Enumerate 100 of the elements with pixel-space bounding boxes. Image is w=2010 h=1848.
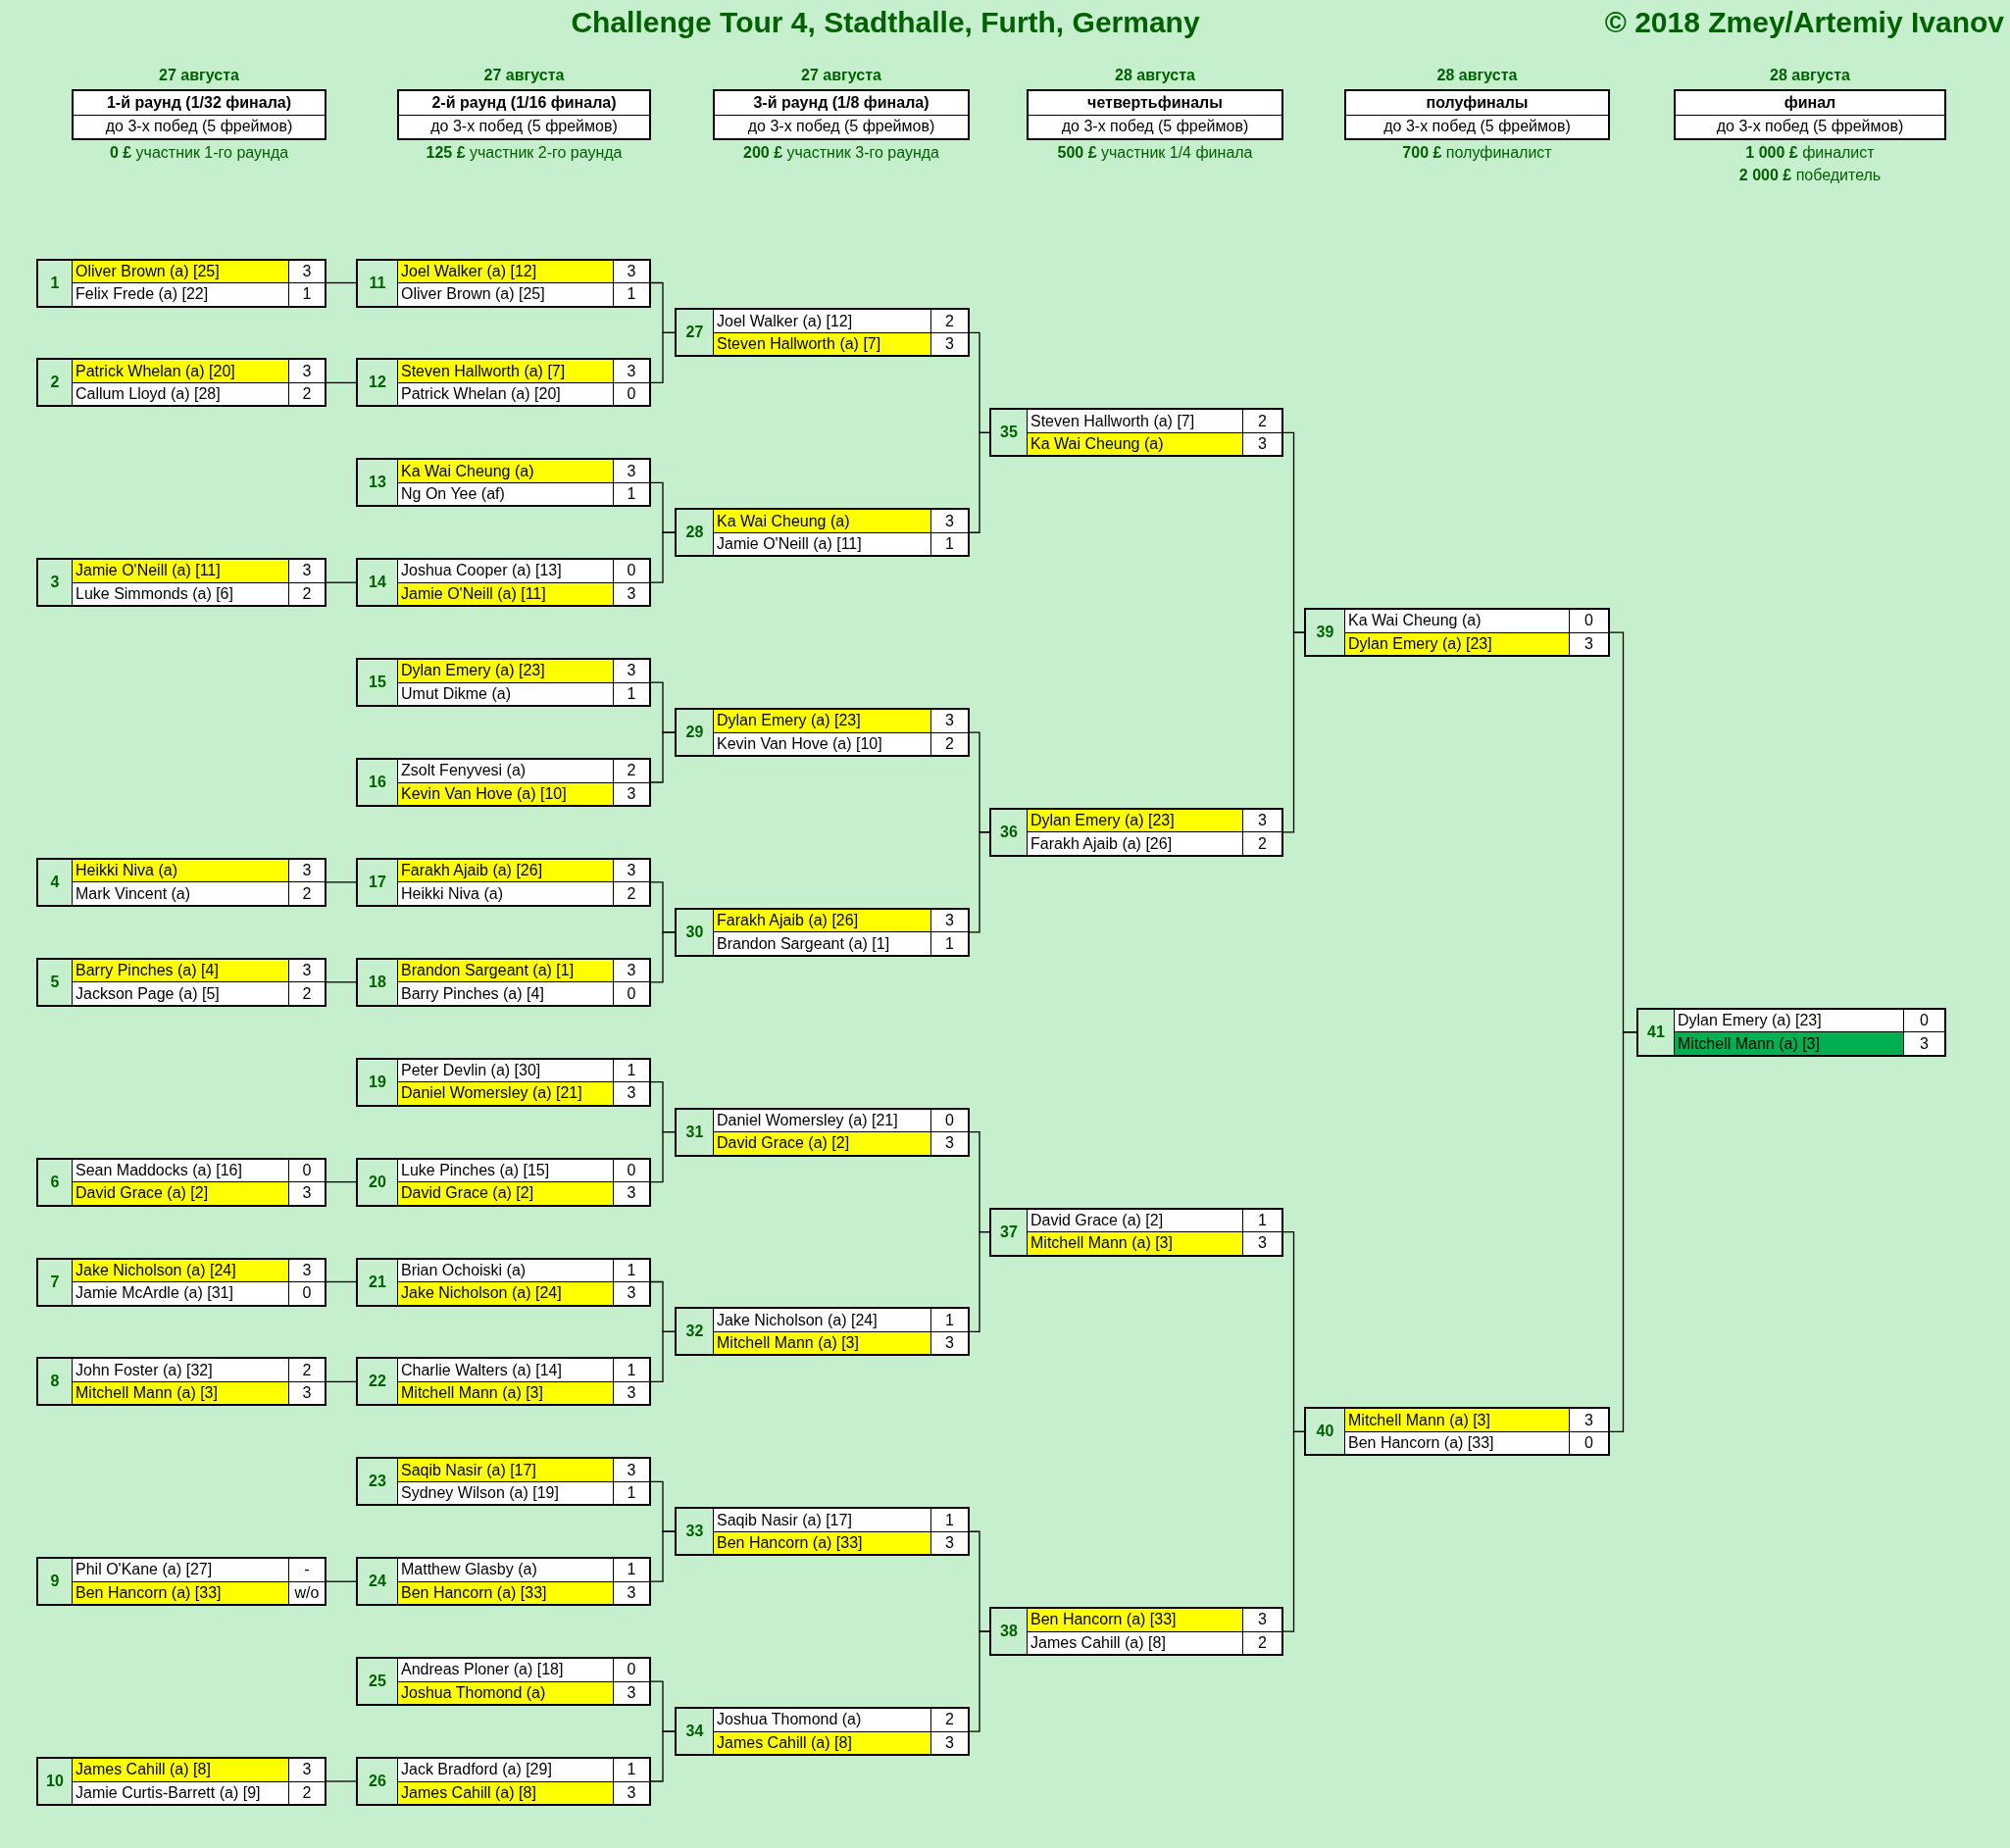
match-format: до 3-х побед (5 фреймов): [715, 115, 968, 138]
prize-money: 0 £ участник 1-го раунда: [109, 143, 289, 163]
match-date: 27 августа: [801, 66, 881, 85]
match-number: 12: [358, 360, 397, 406]
match-number: 15: [358, 660, 397, 706]
score: 2: [1243, 410, 1281, 432]
player-name: John Foster (a) [32]: [73, 1359, 288, 1381]
player-name: Patrick Whelan (a) [20]: [398, 382, 613, 406]
player-name: Mitchell Mann (a) [3]: [714, 1331, 930, 1355]
match-date: 28 августа: [1436, 66, 1518, 85]
match-box: [675, 708, 970, 758]
match-number: 11: [358, 260, 397, 306]
match-box: [989, 807, 1283, 857]
match-number: 26: [358, 1759, 397, 1804]
round-header: [1027, 89, 1283, 140]
bracket-line: [326, 1180, 357, 1183]
match-number: 40: [1306, 1409, 1344, 1455]
match-number: 41: [1638, 1009, 1674, 1055]
player-name: Heikki Niva (a): [73, 859, 288, 882]
match-number: 20: [358, 1159, 397, 1205]
score: 3: [1570, 1409, 1608, 1431]
score: 3: [289, 360, 325, 382]
score: 3: [614, 1182, 649, 1205]
match-number: 1: [38, 260, 72, 306]
match-box: [675, 1107, 970, 1157]
match-number: 38: [991, 1609, 1027, 1655]
match-number: 18: [358, 959, 397, 1005]
score: 2: [289, 582, 325, 606]
score: 1: [931, 932, 968, 955]
match-box: [356, 1657, 651, 1707]
bracket-line: [326, 1780, 357, 1782]
match-box: [36, 1757, 327, 1806]
bracket-line: [650, 531, 676, 583]
player-name: Oliver Brown (a) [25]: [398, 283, 613, 306]
score: 3: [289, 859, 325, 882]
player-name: Saqib Nasir (a) [17]: [714, 1509, 930, 1531]
match-number: 17: [358, 859, 397, 905]
score: 0: [614, 982, 649, 1005]
score: 3: [1243, 1232, 1281, 1255]
match-number: 30: [677, 909, 713, 955]
match-format: до 3-х побед (5 фреймов): [1029, 115, 1281, 138]
score: 0: [931, 1109, 968, 1132]
player-name: Jake Nicholson (a) [24]: [714, 1309, 930, 1331]
prize-money: 200 £ участник 3-го раунда: [743, 143, 939, 163]
player-name: Phil O'Kane (a) [27]: [73, 1559, 288, 1581]
score: 2: [614, 760, 649, 782]
player-name: Matthew Glasby (a): [398, 1559, 613, 1581]
round-name: 3-й раунд (1/8 финала): [715, 91, 968, 115]
score: w/o: [289, 1581, 325, 1605]
score: 0: [1904, 1009, 1944, 1032]
match-box: [356, 358, 651, 408]
match-box: [1304, 1407, 1610, 1457]
score: 3: [614, 460, 649, 482]
match-number: 39: [1306, 610, 1344, 656]
bracket-line: [1609, 1031, 1637, 1432]
player-name: Farakh Ajaib (a) [26]: [398, 859, 613, 882]
match-box: [675, 308, 970, 358]
match-number: 23: [358, 1459, 397, 1505]
score: 1: [931, 1509, 968, 1531]
score: 2: [1243, 832, 1281, 855]
score: 2: [614, 882, 649, 905]
round-name: четвертьфиналы: [1029, 91, 1281, 115]
match-box: [36, 857, 327, 907]
player-name: Jake Nicholson (a) [24]: [398, 1282, 613, 1305]
prize-money: 1 000 £ финалист: [1745, 143, 1875, 163]
player-name: Steven Hallworth (a) [7]: [714, 332, 930, 356]
bracket-line: [650, 731, 676, 783]
player-name: Jamie Curtis-Barrett (a) [9]: [73, 1781, 288, 1804]
player-name: Barry Pinches (a) [4]: [398, 982, 613, 1005]
player-name: Mitchell Mann (a) [3]: [1345, 1409, 1569, 1431]
player-name: Charlie Walters (a) [14]: [398, 1359, 613, 1381]
match-number: 33: [677, 1509, 713, 1555]
match-box: [356, 1457, 651, 1507]
player-name: Jamie O'Neill (a) [11]: [398, 582, 613, 606]
player-name: Dylan Emery (a) [23]: [398, 660, 613, 682]
match-number: 35: [991, 410, 1027, 456]
score: 1: [1243, 1209, 1281, 1232]
match-date: 28 августа: [1115, 66, 1195, 85]
player-name: Farakh Ajaib (a) [26]: [714, 909, 930, 932]
match-number: 13: [358, 460, 397, 506]
match-number: 29: [677, 710, 713, 756]
player-name: Joel Walker (a) [12]: [398, 260, 613, 282]
player-name: Andreas Ploner (a) [18]: [398, 1659, 613, 1681]
match-number: 28: [677, 510, 713, 556]
score: 1: [614, 482, 649, 506]
bracket-line: [1282, 1430, 1305, 1632]
score: 2: [289, 1781, 325, 1804]
player-name: James Cahill (a) [8]: [1028, 1631, 1242, 1655]
score: 3: [931, 1731, 968, 1755]
match-box: [36, 558, 327, 608]
player-name: Kevin Van Hove (a) [10]: [714, 732, 930, 756]
player-name: Patrick Whelan (a) [20]: [73, 360, 288, 382]
player-name: Brandon Sargeant (a) [1]: [714, 932, 930, 955]
match-number: 36: [991, 809, 1027, 855]
score: 3: [614, 582, 649, 606]
round-name: 2-й раунд (1/16 финала): [399, 91, 649, 115]
player-name: Ben Hancorn (a) [33]: [714, 1531, 930, 1555]
score: 3: [614, 782, 649, 805]
match-box: [356, 558, 651, 608]
score: 3: [931, 1531, 968, 1555]
